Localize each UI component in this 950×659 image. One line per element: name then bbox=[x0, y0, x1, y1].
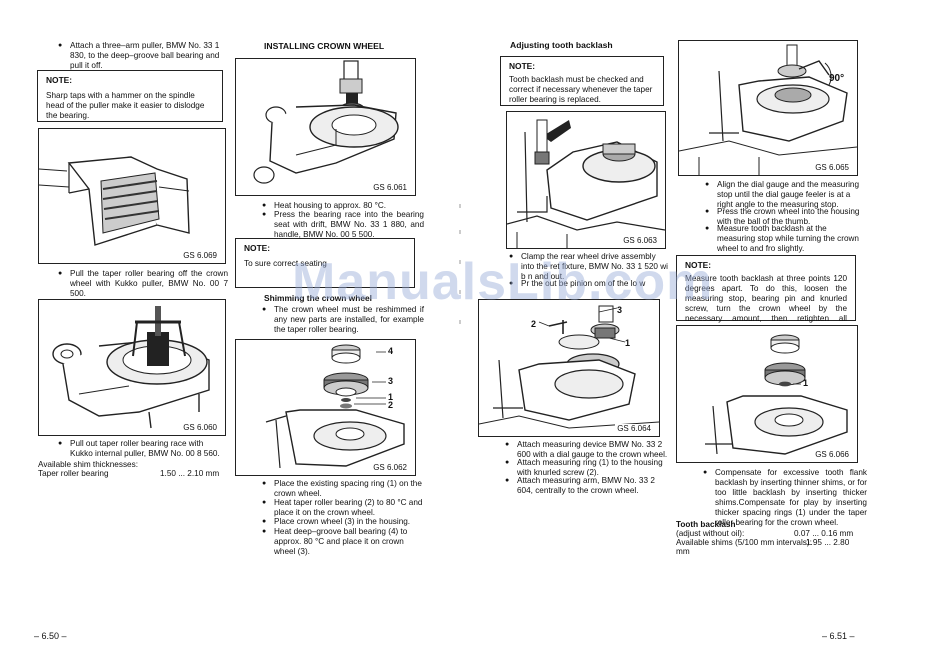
note-box-seating: NOTE: To sure correct seating bbox=[235, 238, 415, 288]
exploded-crown-wheel-illustration bbox=[265, 344, 405, 469]
heading-adjusting-backlash: Adjusting tooth backlash bbox=[510, 40, 613, 50]
figure-caption: GS 6.065 bbox=[813, 163, 851, 172]
bullet-compensate-backlash: Compensate for excessive tooth flank bac… bbox=[703, 468, 867, 528]
heading-installing-crown-wheel: INSTALLING CROWN WHEEL bbox=[264, 41, 385, 51]
callout-2: 2 bbox=[388, 400, 394, 410]
puller-bearing-illustration bbox=[39, 156, 190, 246]
gutter-marks bbox=[459, 204, 461, 324]
figure-gs-6065: 90° GS 6.065 bbox=[678, 40, 858, 176]
spacing-ring-illustration bbox=[705, 334, 848, 455]
note-text: Tooth backlash must be checked and corre… bbox=[509, 75, 653, 104]
note-text: To sure correct seating bbox=[244, 259, 327, 268]
bullet-attach-puller: Attach a three–arm puller, BMW No. 33 1 … bbox=[58, 41, 228, 71]
callout-2: 2 bbox=[531, 319, 537, 329]
bullet-taper-roller: Pull the taper roller bearing off the cr… bbox=[58, 269, 228, 299]
figure-caption: GS 6.060 bbox=[181, 423, 219, 432]
bullet-attach-measuring-arm: Attach measuring arm, BMW No. 33 2 604, … bbox=[505, 476, 669, 496]
bullet-reshim: The crown wheel must be reshimmed if any… bbox=[262, 305, 424, 335]
angle-label: 90° bbox=[829, 73, 845, 84]
page-number-right: – 6.51 – bbox=[822, 631, 855, 641]
figure-gs-6069: GS 6.069 bbox=[38, 128, 226, 264]
bullet-spacing-ring: Place the existing spacing ring (1) on t… bbox=[262, 479, 424, 499]
spec-row2-unit: mm bbox=[676, 547, 690, 556]
figure-gs-6061: GS 6.061 bbox=[235, 58, 416, 196]
shims-item: Taper roller bearing bbox=[38, 469, 109, 478]
spec-row1-label: (adjust without oil): bbox=[676, 529, 745, 538]
figure-gs-6064: 3 2 1 GS 6.064 bbox=[478, 299, 660, 437]
bullet-align-dial: Align the dial gauge and the measuring s… bbox=[705, 180, 867, 210]
shims-value: 1.50 ... 2.10 mm bbox=[160, 469, 220, 478]
pinion-removal-illustration bbox=[507, 119, 665, 248]
figure-caption: GS 6.069 bbox=[181, 251, 219, 260]
callout-4: 4 bbox=[388, 346, 394, 356]
page-number-left: – 6.50 – bbox=[34, 631, 67, 641]
bullet-internal-puller: Pull out taper roller bearing race with … bbox=[58, 439, 228, 459]
figure-gs-6063: GS 6.063 bbox=[506, 111, 666, 249]
bullet-heat-ball-bearing: Heat deep–groove ball bearing (4) to app… bbox=[262, 527, 424, 557]
bullet-press-crown-wheel: Press the crown wheel into the housing w… bbox=[705, 207, 867, 227]
bullet-press-pinion: Pr the out be pinion om of the lo w bbox=[509, 279, 671, 289]
bullet-measure-backlash: Measure tooth backlash at the measuring … bbox=[705, 224, 867, 254]
note-title: NOTE: bbox=[509, 61, 536, 71]
spec-row1-value: 0.07 ... 0.16 mm bbox=[794, 529, 854, 538]
callout-1: 1 bbox=[625, 338, 631, 348]
callout-1: 1 bbox=[388, 392, 394, 402]
figure-gs-6060: GS 6.060 bbox=[38, 299, 226, 436]
callout-3: 3 bbox=[617, 305, 623, 315]
figure-caption: GS 6.064 bbox=[615, 424, 653, 433]
crown-wheel-puller-illustration bbox=[52, 306, 210, 429]
bullet-heat-housing: Heat housing to approx. 80 °C. bbox=[262, 201, 424, 211]
subheading-shimming: Shimming the crown wheel bbox=[264, 293, 372, 303]
bearing-drift-illustration bbox=[253, 60, 399, 184]
bullet-heat-taper: Heat taper roller bearing (2) to 80 °C a… bbox=[262, 498, 424, 518]
note-box-three-points: NOTE: Measure tooth backlash at three po… bbox=[676, 255, 856, 333]
spec-row2-label: Available shims (5/100 mm intervals): bbox=[676, 538, 812, 547]
figure-caption: GS 6.061 bbox=[371, 183, 409, 192]
shims-label: Available shim thicknesses: bbox=[38, 460, 138, 469]
bullet-attach-measuring-device: Attach measuring device BMW No. 33 2 600… bbox=[505, 440, 669, 460]
measuring-device-illustration bbox=[479, 305, 659, 429]
figure-caption: GS 6.062 bbox=[371, 463, 409, 472]
note-box-hammer: NOTE: Sharp taps with a hammer on the sp… bbox=[37, 70, 223, 122]
note-title: NOTE: bbox=[46, 75, 73, 85]
figure-gs-6062: 4 3 1 2 GS 6.062 bbox=[235, 339, 416, 476]
callout-3: 3 bbox=[388, 376, 394, 386]
figure-caption: GS 6.063 bbox=[621, 236, 659, 245]
note-title: NOTE: bbox=[685, 260, 712, 270]
callout-1: 1 bbox=[803, 378, 809, 388]
bullet-press-bearing-race: Press the bearing race into the bearing … bbox=[262, 210, 424, 240]
note-title: NOTE: bbox=[244, 243, 271, 253]
watermark: ManualsLib.com bbox=[292, 253, 714, 311]
note-text: Sharp taps with a hammer on the spindle … bbox=[46, 91, 205, 120]
spec-title: Tooth backlash bbox=[676, 520, 736, 529]
figure-caption: GS 6.066 bbox=[813, 450, 851, 459]
note-box-backlash-check: NOTE: Tooth backlash must be checked and… bbox=[500, 56, 664, 106]
spec-row2-value: 1.95 ... 2.80 bbox=[806, 538, 850, 547]
dial-gauge-alignment-illustration bbox=[679, 44, 857, 175]
bullet-clamp-drive: Clamp the rear wheel drive assembly into… bbox=[509, 252, 671, 282]
bullet-place-crown: Place crown wheel (3) in the housing. bbox=[262, 517, 424, 527]
bullet-attach-measuring-ring: Attach measuring ring (1) to the housing… bbox=[505, 458, 669, 478]
figure-gs-6066: 1 GS 6.066 bbox=[676, 325, 858, 463]
